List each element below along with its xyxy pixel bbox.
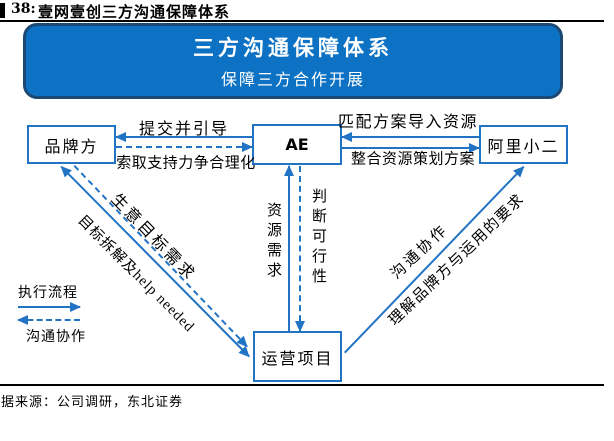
edge-label-judge-feasibility: 判断可行性 (310, 188, 326, 288)
edge-label-integrate-plan: 整合资源策划方案 (350, 151, 476, 168)
arrowhead-left-icon (115, 132, 126, 142)
arrowhead-up-icon (284, 165, 294, 176)
footer-divider (0, 384, 604, 386)
edge-label-seek-support: 索取支持力争合理化 (116, 155, 256, 172)
arrow-shaft (116, 136, 252, 138)
arrow-shaft (288, 166, 290, 331)
legend-solid-label: 执行流程 (18, 286, 78, 301)
arrow-shaft (18, 306, 80, 308)
arrow-shaft (299, 166, 301, 331)
arrow-shaft (342, 136, 479, 138)
banner-box: 三方沟通保障体系 保障三方合作开展 (23, 23, 563, 99)
figure-title: 壹网壹创三方沟通保障体系 (38, 5, 231, 21)
node-brand: 品牌方 (27, 125, 116, 164)
arrow-brand-operation-solid (57, 162, 254, 361)
legend-dashed-label: 沟通协作 (26, 330, 86, 345)
arrow-shaft (344, 166, 525, 354)
edge-label-match-resources: 匹配方案导入资源 (337, 114, 479, 131)
arrow-shaft (342, 147, 479, 149)
arrowhead-down-icon (295, 321, 305, 332)
arrow-shaft (116, 146, 252, 148)
node-ae: AE (252, 124, 342, 165)
figure-number: 38: (11, 1, 36, 17)
header-divider (0, 20, 604, 22)
edge-label-resource-demand: 资源需求 (265, 202, 281, 282)
banner-title: 三方沟通保障体系 (193, 36, 393, 60)
figure-caption-bar (0, 3, 5, 18)
banner-subtitle: 保障三方合作开展 (220, 72, 365, 89)
arrowhead-left-icon (341, 132, 352, 142)
arrow-shaft (60, 166, 250, 358)
edge-label-submit-guide: 提交并引导 (138, 121, 230, 138)
arrowhead-right-icon (242, 142, 253, 152)
arrowhead-right-icon (70, 302, 81, 312)
arrowhead-left-icon (17, 315, 28, 325)
node-operation: 运营项目 (253, 331, 342, 382)
arrow-shaft (18, 319, 80, 321)
source-note: 据来源：公司调研，东北证券 (1, 394, 184, 409)
node-ali-xiaoer: 阿里小二 (479, 125, 568, 164)
arrow-operation-to-ali (344, 162, 528, 354)
arrowhead-right-icon (469, 143, 480, 153)
